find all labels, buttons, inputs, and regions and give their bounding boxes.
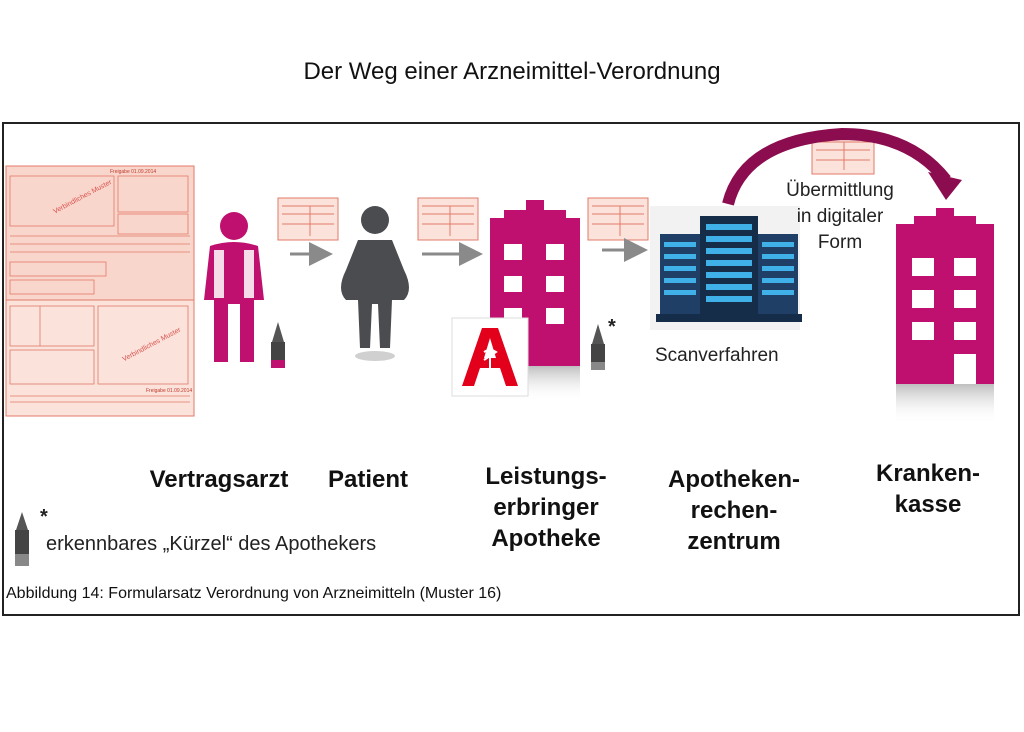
insurance-building-icon [896,208,994,424]
figure-caption: Abbildung 14: Formularsatz Verordnung vo… [6,585,502,602]
scan-label: Scanverfahren [655,345,779,366]
label-pharmacy-line-2: erbringer [493,494,599,521]
legend-text: erkennbares „Kürzel“ des Apothekers [46,533,377,555]
label-patient: Patient [327,466,408,493]
label-datacenter-line-2: rechen- [690,497,778,524]
doctor-icon [204,212,264,362]
label-insurance-line-2: kasse [894,491,962,518]
page-title: Der Weg einer Arzneimittel-Verordnung [303,58,721,85]
server-icon [650,206,802,330]
transfer-arrow [722,127,962,206]
legend-asterisk: * [40,506,48,528]
label-pharmacy-line-3: Apotheke [491,525,601,552]
label-pharmacy-line-1: Leistungs- [485,463,607,490]
patient-icon [341,206,409,361]
transfer-label-line-1: Übermittlung [786,180,894,201]
label-datacenter-line-1: Apotheken- [668,466,800,493]
transfer-label-line-3: Form [817,232,863,253]
label-datacenter-line-3: zentrum [687,528,781,555]
pharmacy-a-logo-icon [451,317,529,397]
prescription-form [5,165,195,417]
legend-pen-icon [15,512,29,566]
pharmacy-asterisk: * [608,316,616,338]
label-doctor: Vertragsarzt [149,466,289,493]
form-footer: Freigabe 01.09.2014 [146,388,192,394]
pen-icon-pharmacy [591,324,605,370]
pen-icon-doctor [271,322,285,368]
label-datacenter: Apotheken- rechen- zentrum [650,464,818,557]
mini-form-1 [277,197,339,241]
form-header: Freigabe 01.09.2014 [110,169,156,175]
mini-form-2 [417,197,479,241]
label-pharmacy: Leistungs- erbringer Apotheke [462,461,630,554]
transfer-label-line-2: in digitaler [796,206,884,227]
label-insurance-line-1: Kranken- [875,460,981,487]
transfer-label: Übermittlung in digitaler Form [770,178,910,256]
mini-form-3 [587,197,649,241]
label-insurance: Kranken- kasse [858,458,998,520]
